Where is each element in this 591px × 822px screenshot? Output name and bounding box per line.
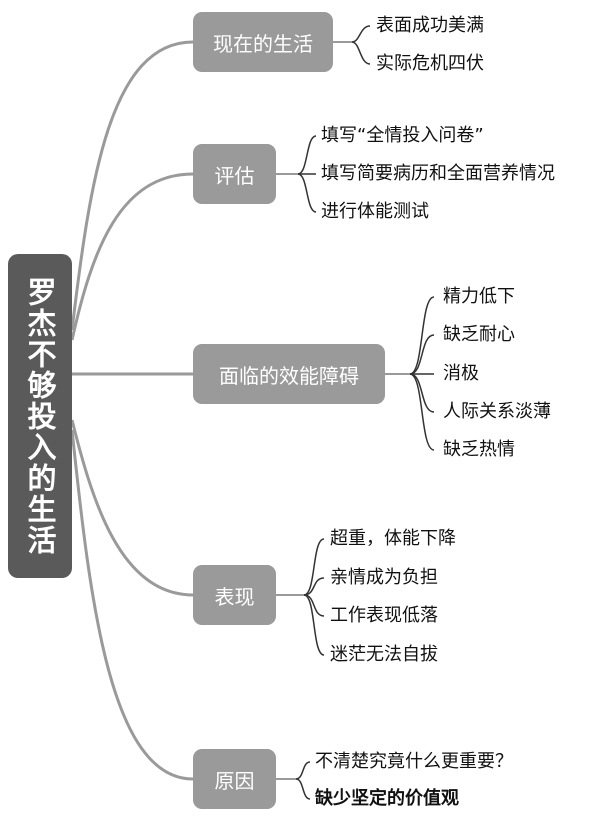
leaf-item: 工作表现低落 bbox=[330, 605, 438, 626]
leaf-item: 进行体能测试 bbox=[321, 201, 429, 222]
branch-label: 表现 bbox=[214, 584, 255, 609]
branch-assessment: 评估 bbox=[193, 144, 276, 204]
link-root-branch-4 bbox=[70, 419, 194, 597]
branch-label: 现在的生活 bbox=[213, 31, 313, 56]
link-root-branch-1 bbox=[70, 40, 194, 331]
branch-barriers: 面临的效能障碍 bbox=[193, 344, 385, 404]
leaf-item: 消极 bbox=[443, 363, 479, 384]
branch-current-life: 现在的生活 bbox=[193, 12, 333, 72]
leaf-item: 超重，体能下降 bbox=[330, 528, 456, 549]
branch-label: 面临的效能障碍 bbox=[219, 363, 359, 388]
leaf-item: 实际危机四伏 bbox=[376, 53, 484, 74]
root-label: 罗杰不够投入的生活 bbox=[23, 276, 57, 556]
link-root-branch-5 bbox=[70, 429, 194, 781]
leaf-item: 填写简要病历和全面营养情况 bbox=[321, 163, 555, 184]
leaf-item: 亲情成为负担 bbox=[330, 567, 438, 588]
leaf-item: 缺乏热情 bbox=[443, 439, 515, 460]
leaf-item: 缺少坚定的价值观 bbox=[315, 788, 459, 809]
branch-performance: 表现 bbox=[193, 565, 276, 625]
branch-label: 原因 bbox=[214, 768, 255, 793]
root-node: 罗杰不够投入的生活 bbox=[8, 254, 72, 578]
leaf-item: 人际关系淡薄 bbox=[443, 401, 551, 422]
leaf-item: 迷茫无法自拔 bbox=[330, 644, 438, 665]
leaf-item: 表面成功美满 bbox=[376, 15, 484, 36]
leaf-item: 填写“全情投入问卷” bbox=[321, 125, 484, 146]
link-root-branch-2 bbox=[70, 172, 194, 341]
leaf-item: 不清楚究竟什么更重要？ bbox=[315, 751, 513, 772]
branch-cause: 原因 bbox=[193, 749, 276, 809]
leaf-item: 精力低下 bbox=[443, 286, 515, 307]
leaf-item: 缺乏耐心 bbox=[443, 324, 515, 345]
branch-label: 评估 bbox=[214, 163, 255, 188]
